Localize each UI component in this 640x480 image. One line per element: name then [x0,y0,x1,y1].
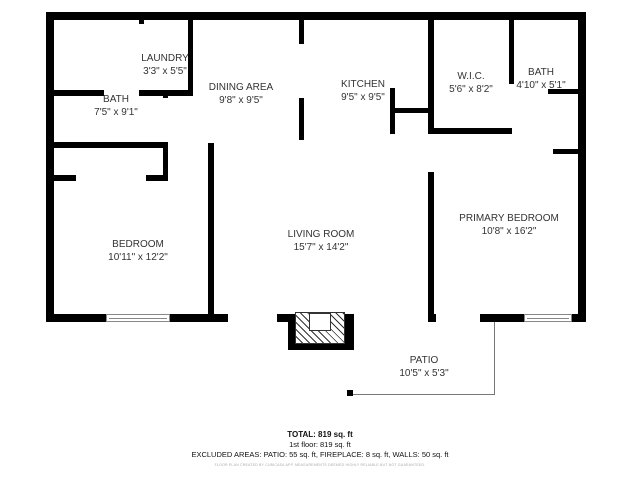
floor-area: 1st floor: 819 sq. ft [289,440,351,449]
wall-bath-right-upper [163,92,168,98]
wall-bath-right [163,142,168,180]
window-bedroom [106,314,170,322]
wall-wic-bottom [428,128,512,134]
wall-right [578,12,586,322]
wall-bedroom-closet-left [54,175,76,181]
wall-left [46,12,54,322]
fireplace-wall-left [277,314,291,322]
wall-laundry-left [139,12,144,24]
patio-post [347,390,353,396]
wall-bottom-primary-left [480,314,524,322]
wall-pantry-mid [390,108,430,113]
room-label-wic: W.I.C.5'6" x 8'2" [449,71,493,95]
wall-wic-left [428,12,434,134]
wall-bottom-bedroom-right [170,314,228,322]
wall-laundry-right [188,12,193,96]
wall-bottom-primary-right [572,314,586,322]
wall-wic-right [509,12,514,84]
patio-outline [347,322,495,395]
wall-top [46,12,586,20]
wall-dining-kitchen-lower [299,98,304,140]
wall-primary-left [428,172,434,322]
wall-bath-top [46,90,104,96]
excluded-areas: EXCLUDED AREAS: PATIO: 55 sq. ft, FIREPL… [191,450,449,459]
wall-bedroom-closet-right [146,175,168,181]
fireplace-icon [295,312,345,344]
disclaimer: FLOOR PLAN CREATED BY CUBICASA APP. MEAS… [214,463,426,467]
wall-bedroom-right [208,143,214,321]
total-area: TOTAL: 819 sq. ft [287,430,353,439]
window-primary-bedroom [524,314,572,322]
wall-dining-kitchen-upper [299,12,304,44]
wall-primary-closet [553,149,583,154]
wall-bath-bottom [54,142,168,148]
wall-bath2-bottom [548,89,582,94]
wall-bottom-bedroom-left [46,314,106,322]
